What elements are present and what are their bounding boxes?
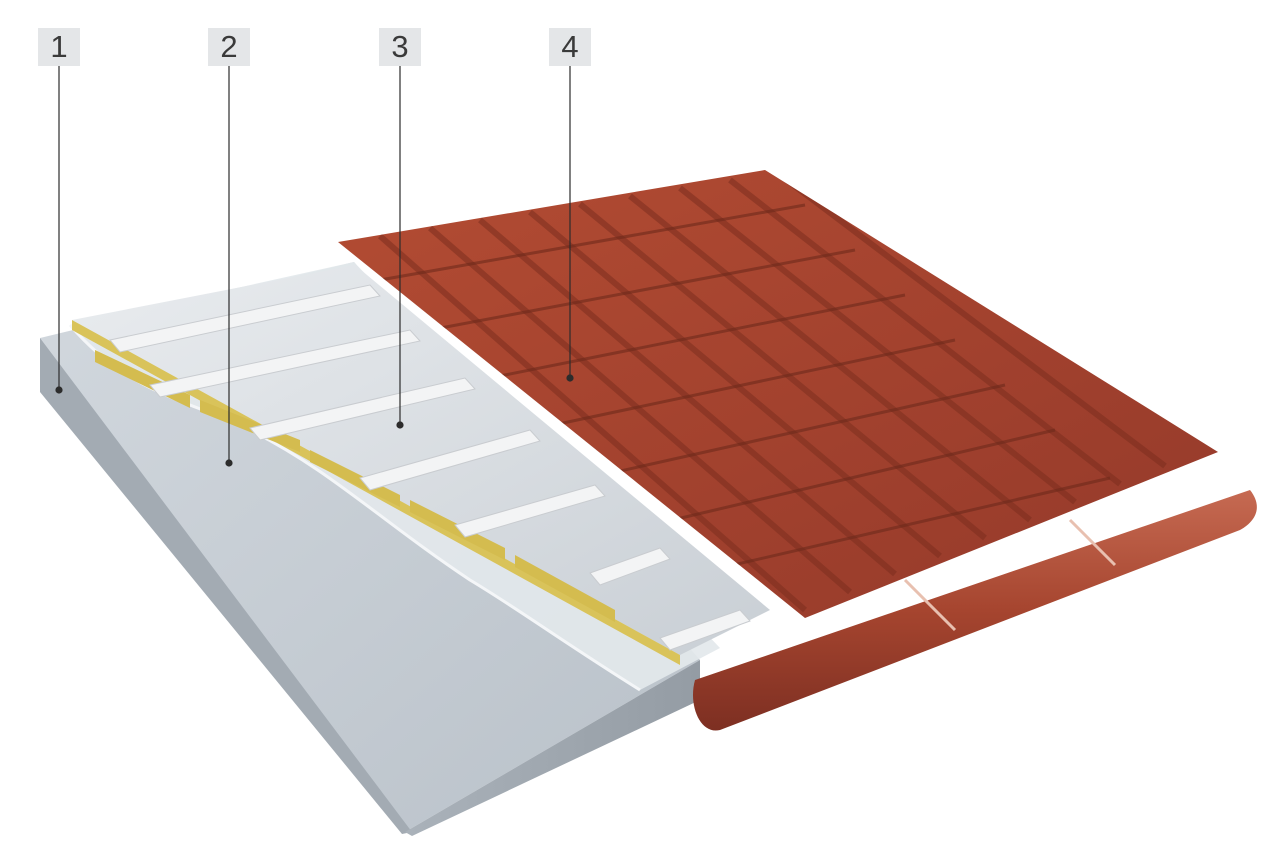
batten (249, 377, 476, 441)
metal-tile-sheet (338, 170, 1218, 618)
batten (109, 284, 381, 353)
callout-label-2: 2 (208, 28, 250, 66)
leader-dot-4 (566, 374, 574, 382)
concrete-slab-front (405, 660, 700, 836)
insulation-step-3 (310, 450, 400, 507)
insulation-board-top (72, 265, 770, 655)
battens (109, 284, 751, 651)
insulation-step-4 (410, 500, 505, 560)
tile-steps (379, 203, 1111, 577)
gutter-seam (903, 578, 957, 632)
callout-label-3: 3 (379, 28, 421, 66)
batten (659, 609, 751, 651)
batten (589, 547, 671, 586)
callout-label-4: 4 (549, 28, 591, 66)
gutter (692, 490, 1257, 731)
batten (454, 484, 606, 538)
concrete-slab-side (40, 338, 412, 834)
leader-dot-1 (55, 386, 63, 394)
metal-tile-surface (338, 170, 1218, 618)
batten (359, 429, 541, 491)
gutter-channel (692, 490, 1257, 731)
batten (149, 329, 421, 398)
callout-label-1: 1 (38, 28, 80, 66)
leader-dot-3 (396, 421, 404, 429)
insulation-board (72, 265, 770, 665)
insulation-step-2 (200, 400, 300, 452)
gutter-seam (1068, 518, 1117, 567)
insulation-step-5 (515, 555, 615, 622)
leader-lines (55, 66, 574, 467)
leader-dot-2 (225, 459, 233, 467)
tile-ribs (378, 172, 1167, 613)
